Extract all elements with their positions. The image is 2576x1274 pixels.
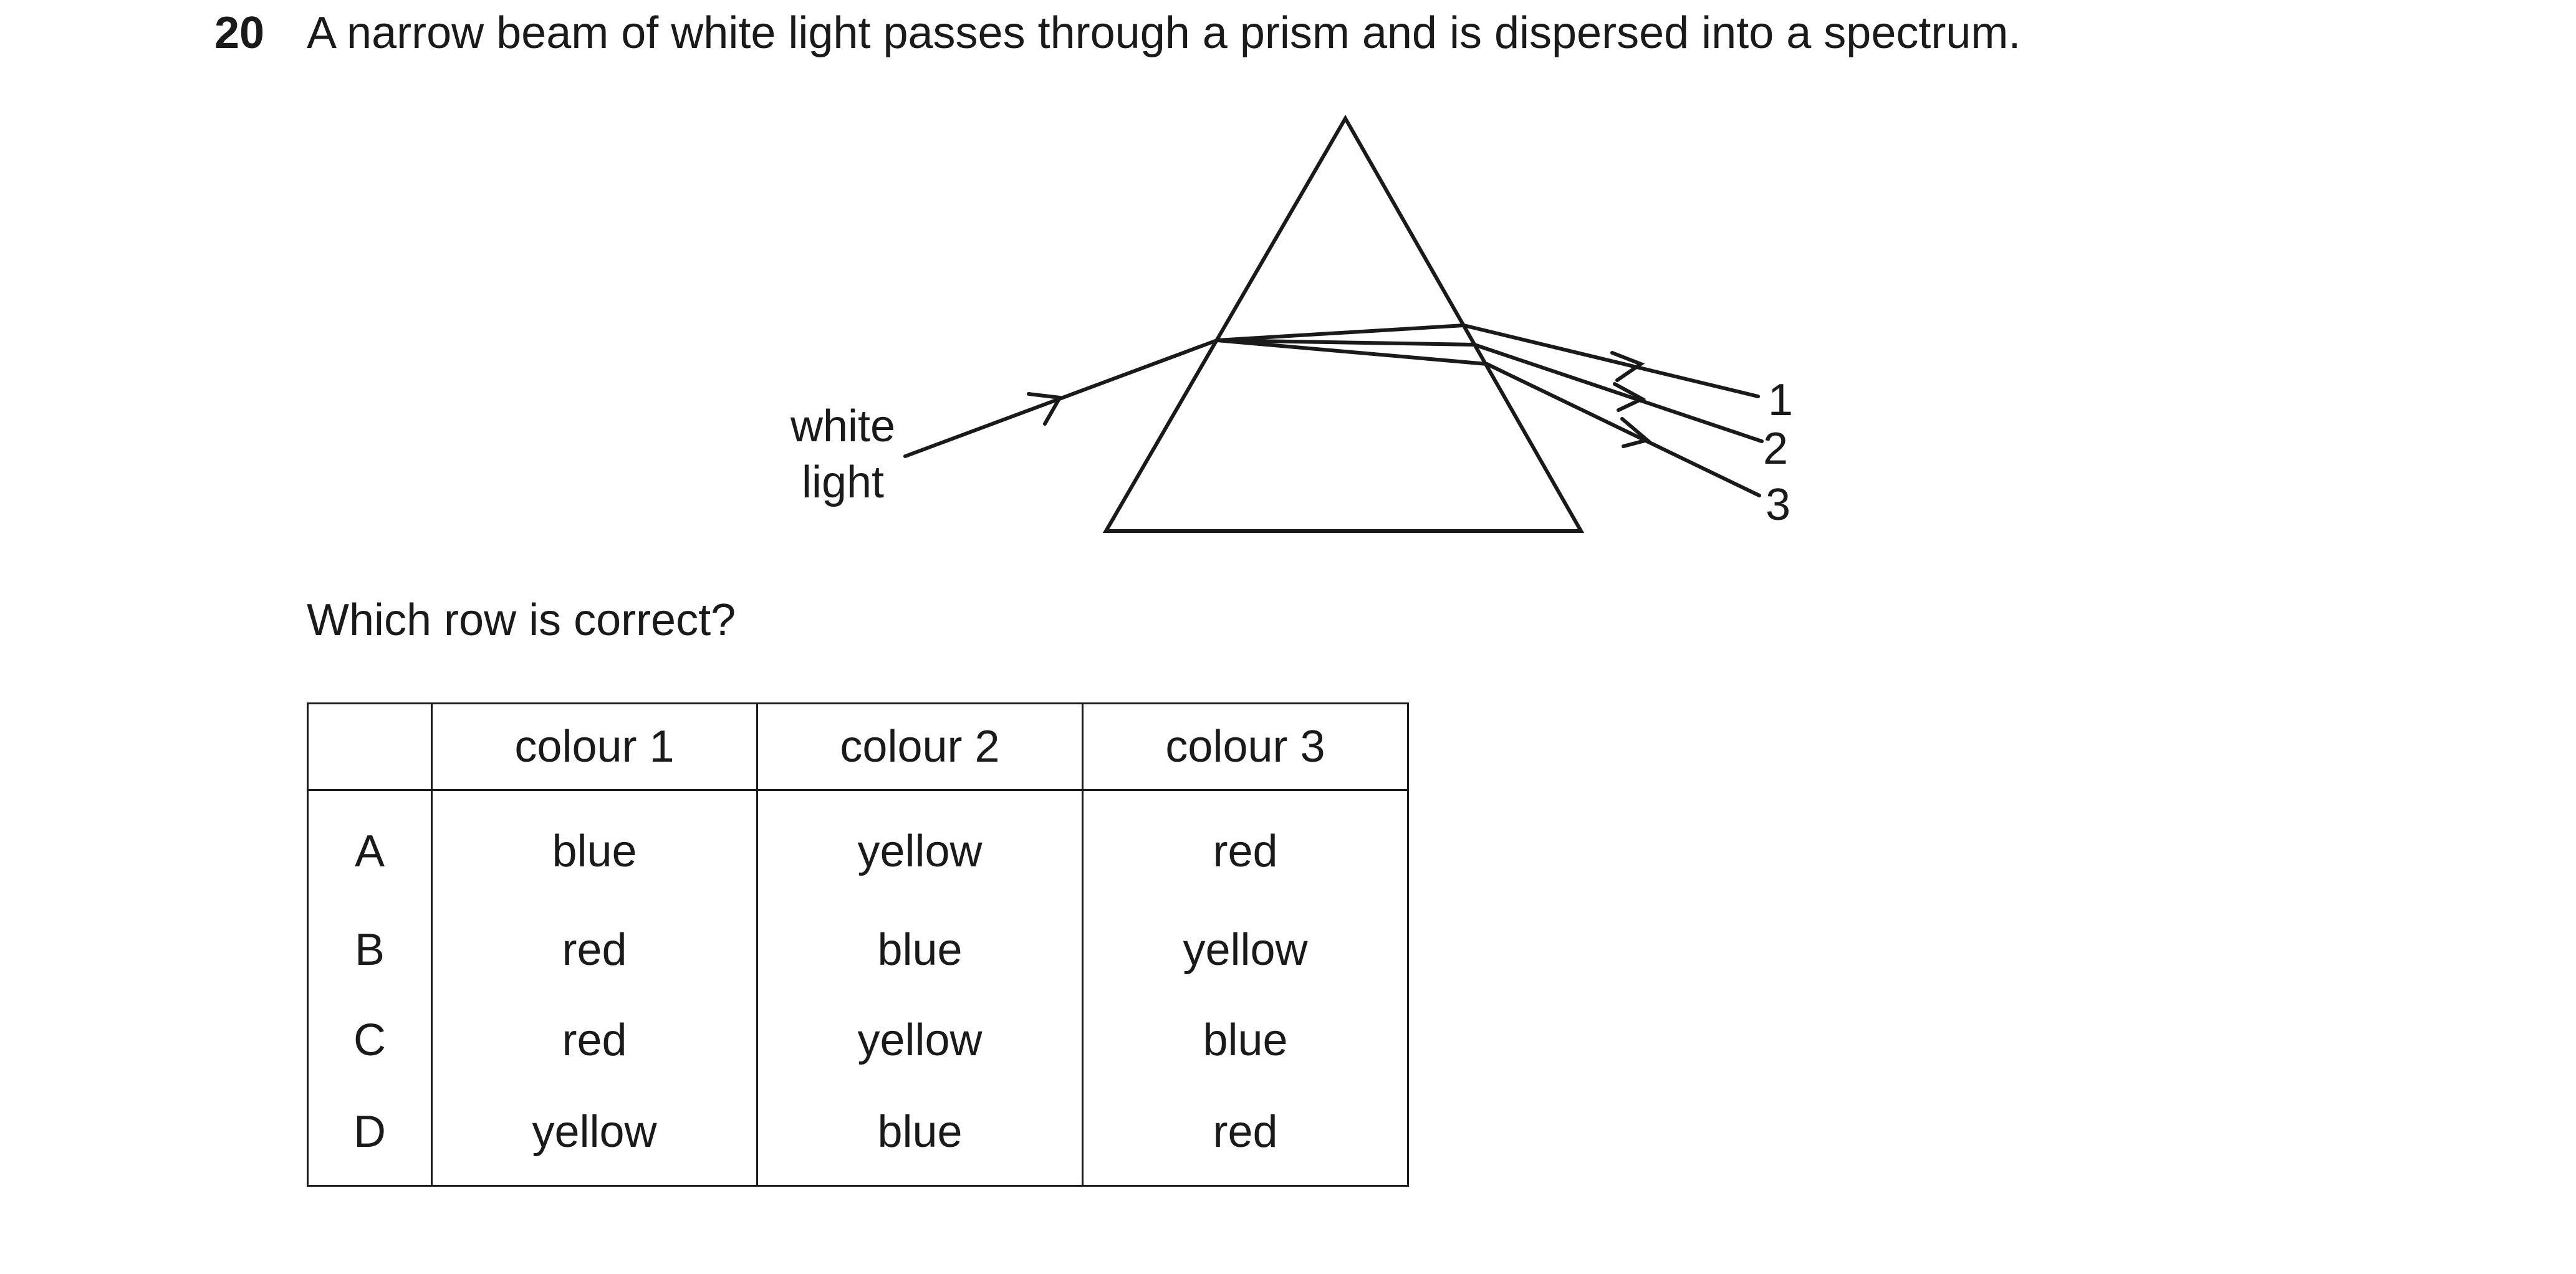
cell-colour-3: blue — [1203, 1015, 1288, 1065]
cell-colour-1: red — [431, 995, 758, 1085]
question-prompt: Which row is correct? — [307, 595, 736, 645]
internal-ray-2 — [1215, 338, 1476, 347]
header-cell-empty — [307, 703, 433, 791]
question-number: 20 — [214, 8, 265, 58]
cell-colour-2: yellow — [757, 790, 1084, 904]
emergent-ray-2 — [1473, 343, 1764, 443]
internal-ray-1 — [1215, 323, 1466, 342]
answer-table: colour 1 colour 2 colour 3 A blue yellow… — [307, 702, 1409, 1187]
cell-colour-2: yellow — [757, 995, 1084, 1085]
cell-colour-3: yellow — [1183, 924, 1308, 975]
emergent-ray-3 — [1485, 362, 1761, 497]
cell-colour-2: blue — [757, 1085, 1084, 1186]
header-colour-2: colour 2 — [757, 703, 1084, 791]
option-letter: C — [307, 995, 433, 1085]
white-label: white — [790, 401, 895, 451]
emergent-arrowhead-2 — [1613, 382, 1646, 412]
table-row[interactable]: A blue yellow red — [307, 790, 1408, 904]
emergent-ray-1 — [1462, 323, 1760, 398]
cell-colour-1: yellow — [431, 1085, 758, 1186]
header-colour-3: colour 3 — [1082, 703, 1408, 791]
option-letter: B — [307, 904, 433, 995]
ray-label-2: 2 — [1763, 424, 1788, 474]
cell-colour-1: red — [431, 904, 758, 995]
prism-diagram: white light 1 2 3 — [790, 114, 1793, 533]
option-letter: D — [307, 1085, 433, 1186]
emergent-arrowhead-1 — [1610, 351, 1645, 382]
cell-colour-2: blue — [757, 904, 1084, 995]
table-row[interactable]: D yellow blue red — [307, 1085, 1408, 1186]
cell-colour-3: red — [1213, 1107, 1278, 1157]
option-letter: A — [307, 790, 433, 904]
cell-colour-3: red — [1213, 826, 1278, 876]
incident-arrowhead — [1027, 392, 1063, 426]
emergent-arrowhead-3 — [1620, 417, 1651, 448]
table-row[interactable]: B red blue yellow — [307, 904, 1408, 995]
prism-triangle — [1102, 114, 1585, 533]
table-header-row: colour 1 colour 2 colour 3 — [307, 703, 1408, 791]
ray-label-1: 1 — [1768, 375, 1793, 425]
question-stem: A narrow beam of white light passes thro… — [307, 8, 2021, 58]
header-colour-1: colour 1 — [431, 703, 758, 791]
ray-label-3: 3 — [1766, 480, 1790, 530]
light-label: light — [802, 457, 884, 507]
internal-ray-3 — [1215, 338, 1489, 366]
table-row[interactable]: C red yellow blue — [307, 995, 1408, 1085]
cell-colour-1: blue — [431, 790, 758, 904]
